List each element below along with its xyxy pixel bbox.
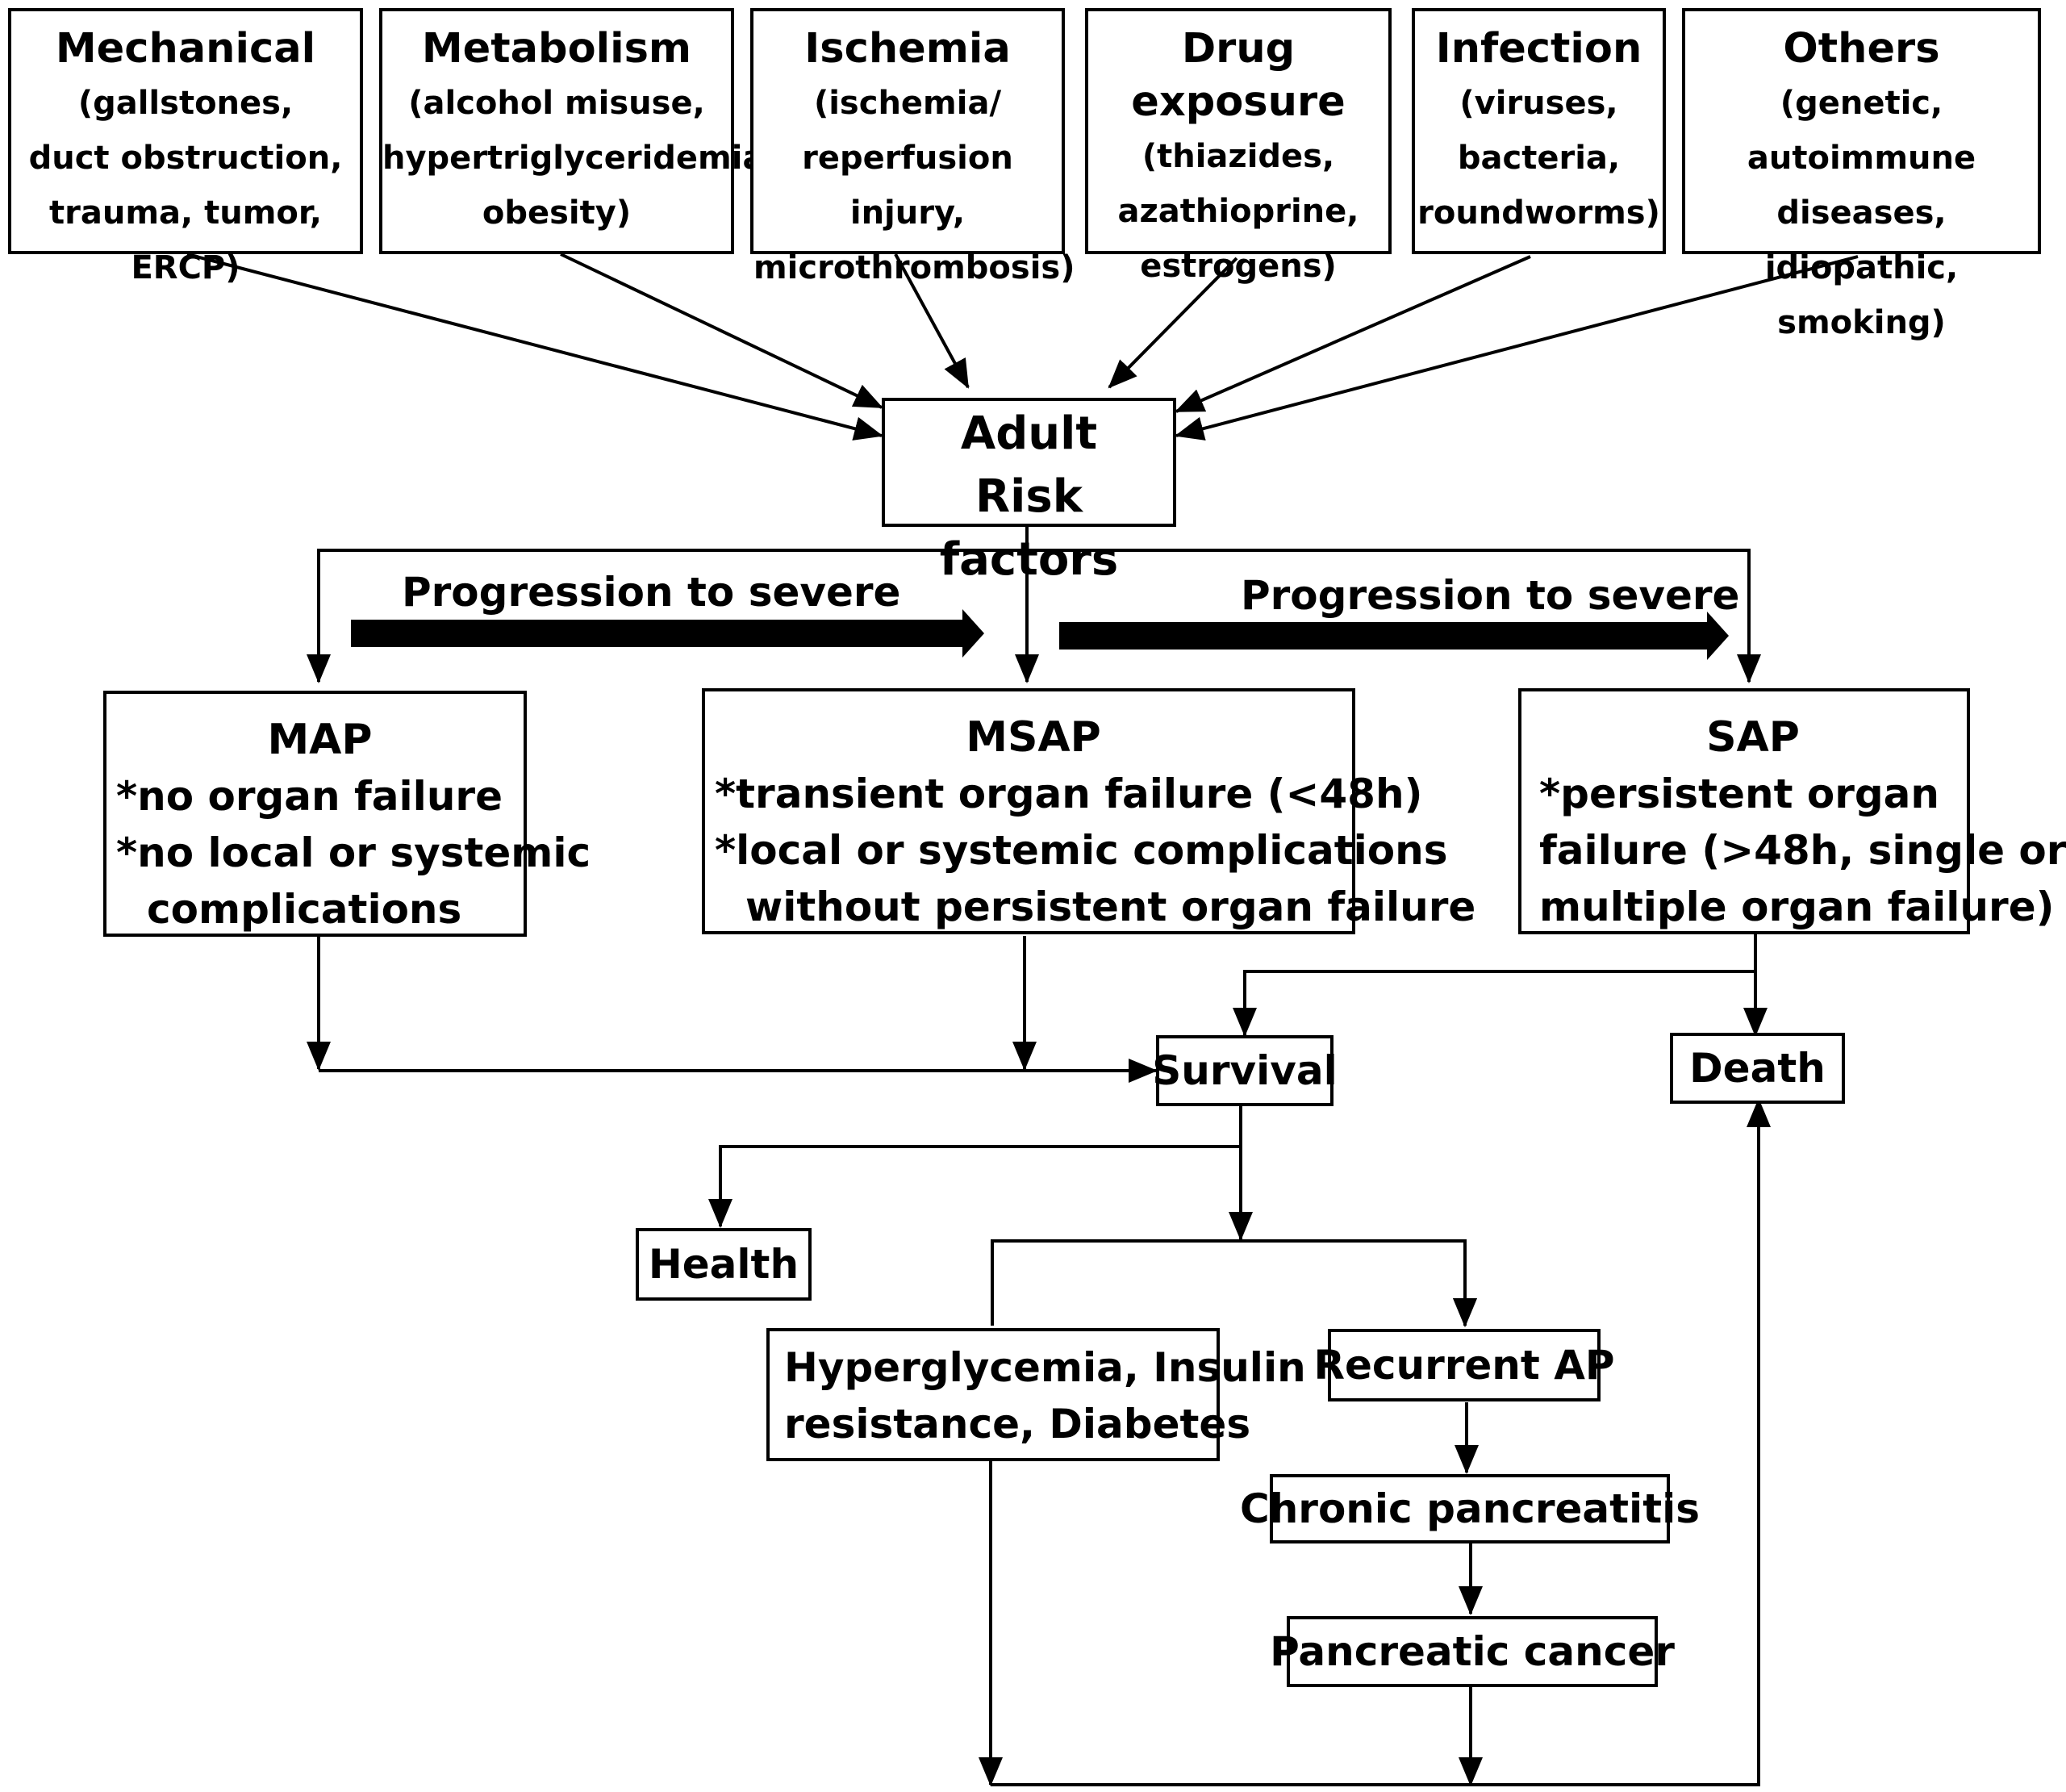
cause-detail: azathioprine, [1117,193,1359,230]
cause-box-others: Others (genetic, autoimmune diseases, id… [1682,8,2041,341]
progression-arrow-2 [1059,612,1729,660]
cause-detail: obesity) [482,194,632,232]
sap-box: SAP *persistent organ failure (>48h, sin… [1518,688,2066,934]
arrow-mechanical-to-risk [186,253,883,441]
arrow-survival-to-health [708,1145,1241,1228]
cause-title: Metabolism [421,25,692,73]
msap-box: MSAP *transient organ failure (<48h) *lo… [702,688,1476,934]
cause-detail: (thiazides, [1142,138,1335,175]
hyperglycemia-box: Hyperglycemia, Insulin resistance, Diabe… [766,1328,1306,1461]
cause-detail: bacteria, [1457,140,1621,177]
cause-detail: (genetic, autoimmune [1747,85,1976,177]
sap-title: SAP [1706,713,1800,762]
arrow-risk-to-sap [1027,549,1761,683]
arrow-sequelae-to-hyperglycemia [991,1239,1477,1327]
cause-title: Mechanical [55,25,316,73]
cause-detail: diseases, idiopathic, [1764,194,1959,286]
msap-title: MSAP [966,713,1101,762]
cause-detail: (alcohol misuse, [408,85,705,122]
pancreatic-cancer-box: Pancreatic cancer [1270,1616,1675,1687]
msap-criterion: *transient organ failure (<48h) [715,771,1423,817]
cause-detail: roundworms) [1417,194,1660,232]
map-criterion: *no local or systemic [116,829,591,876]
cause-box-infection: Infection (viruses, bacteria, roundworms… [1412,8,1666,254]
cause-title: Drug exposure [1131,25,1346,126]
progression-label-2: Progression to severe [1241,572,1740,619]
cause-box-metabolism: Metabolism (alcohol misuse, hypertriglyc… [379,8,777,254]
cause-detail: reperfusion injury, [802,140,1013,232]
cause-box-mechanical: Mechanical (gallstones, duct obstruction… [8,8,363,286]
hyperglycemia-line2: resistance, Diabetes [784,1401,1251,1447]
map-box: MAP *no organ failure *no local or syste… [103,691,591,937]
arrow-sap-to-survival [1233,970,1755,1037]
recurrent-ap-box: Recurrent AP [1313,1329,1615,1401]
arrow-risk-to-map [307,549,1027,683]
progression-label-1: Progression to severe [402,569,901,616]
survival-box: Survival [1152,1035,1338,1106]
msap-criterion: *local or systemic complications [715,827,1448,874]
map-criterion: *no organ failure [116,773,503,820]
map-criterion: complications [147,886,462,933]
chronic-pancreatitis-box: Chronic pancreatitis [1240,1474,1700,1543]
risk-factors-line2: Risk factors [939,470,1119,586]
arrow-drug-to-risk [1108,257,1238,389]
cause-detail: smoking) [1777,304,1946,341]
map-title: MAP [267,716,373,764]
arrow-ischemia-to-risk [894,253,970,389]
arrow-infection-to-risk [1175,255,1531,413]
hyperglycemia-line1: Hyperglycemia, Insulin [784,1344,1306,1391]
sap-criterion: *persistent organ [1539,771,1940,817]
risk-factors-box: Adult Risk factors [882,398,1176,586]
arrow-to-death [991,1098,1771,1786]
cause-box-ischemia: Ischemia (ischemia/ reperfusion injury, … [750,8,1075,286]
arrow-metabolism-to-risk [560,253,883,409]
sap-criterion: failure (>48h, single or [1539,827,2066,874]
health-box: Health [636,1228,812,1301]
cause-detail: estrogens) [1140,248,1337,285]
msap-criterion: without persistent organ failure [745,883,1476,930]
cause-detail: microthrombosis) [753,249,1075,286]
cause-detail: duct obstruction, [28,140,343,177]
cause-title: Ischemia [804,25,1011,73]
cause-box-drug-exposure: Drug exposure (thiazides, azathioprine, … [1085,8,1392,285]
cause-detail: (gallstones, [77,85,294,122]
cause-title: Infection [1435,25,1642,73]
arrow-others-to-risk [1175,255,1859,441]
cause-detail: (viruses, [1459,85,1618,122]
cause-detail: hypertriglyceridemia, [382,140,777,177]
risk-factors-line1: Adult [960,407,1098,460]
cause-detail: trauma, tumor, ERCP) [49,194,322,286]
cause-title: Others [1783,25,1940,73]
death-box: Death [1670,1033,1845,1104]
cause-detail: (ischemia/ [813,85,1002,122]
sap-criterion: multiple organ failure) [1539,883,2055,930]
progression-arrow-1 [351,609,984,658]
